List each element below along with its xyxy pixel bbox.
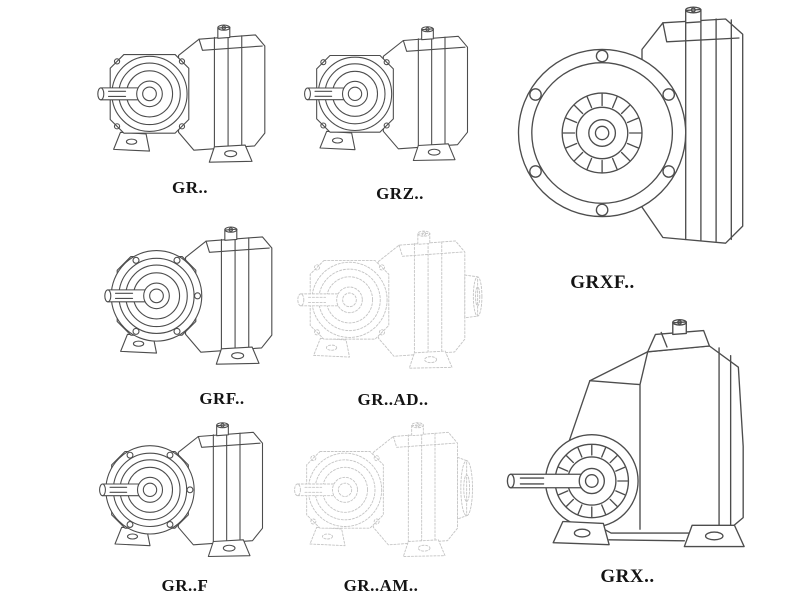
figure-label-gr-ad: GR..AD.. [357, 390, 429, 409]
gearbox-drawing-grz [304, 26, 469, 162]
figure-label-gr-am: GR..AM.. [343, 576, 419, 595]
figure-label-grx: GRX.. [600, 566, 655, 587]
gearbox-drawing-gr-ad [297, 230, 483, 369]
gearbox-drawing-gr [97, 24, 266, 163]
gearbox-drawing-gr-f [99, 422, 264, 558]
figure-label-grz: GRZ.. [376, 184, 424, 203]
figure-label-grf: GRF.. [199, 389, 245, 408]
figure-label-gr: GR.. [172, 178, 208, 197]
gearbox-drawing-gr-am [294, 422, 473, 557]
gearbox-drawing-grxf [517, 6, 744, 244]
gearbox-drawing-grx [506, 319, 745, 548]
figure-label-grxf: GRXF.. [570, 272, 635, 293]
figure-label-gr-f: GR..F [161, 576, 209, 595]
gearbox-drawing-grf [104, 226, 273, 365]
